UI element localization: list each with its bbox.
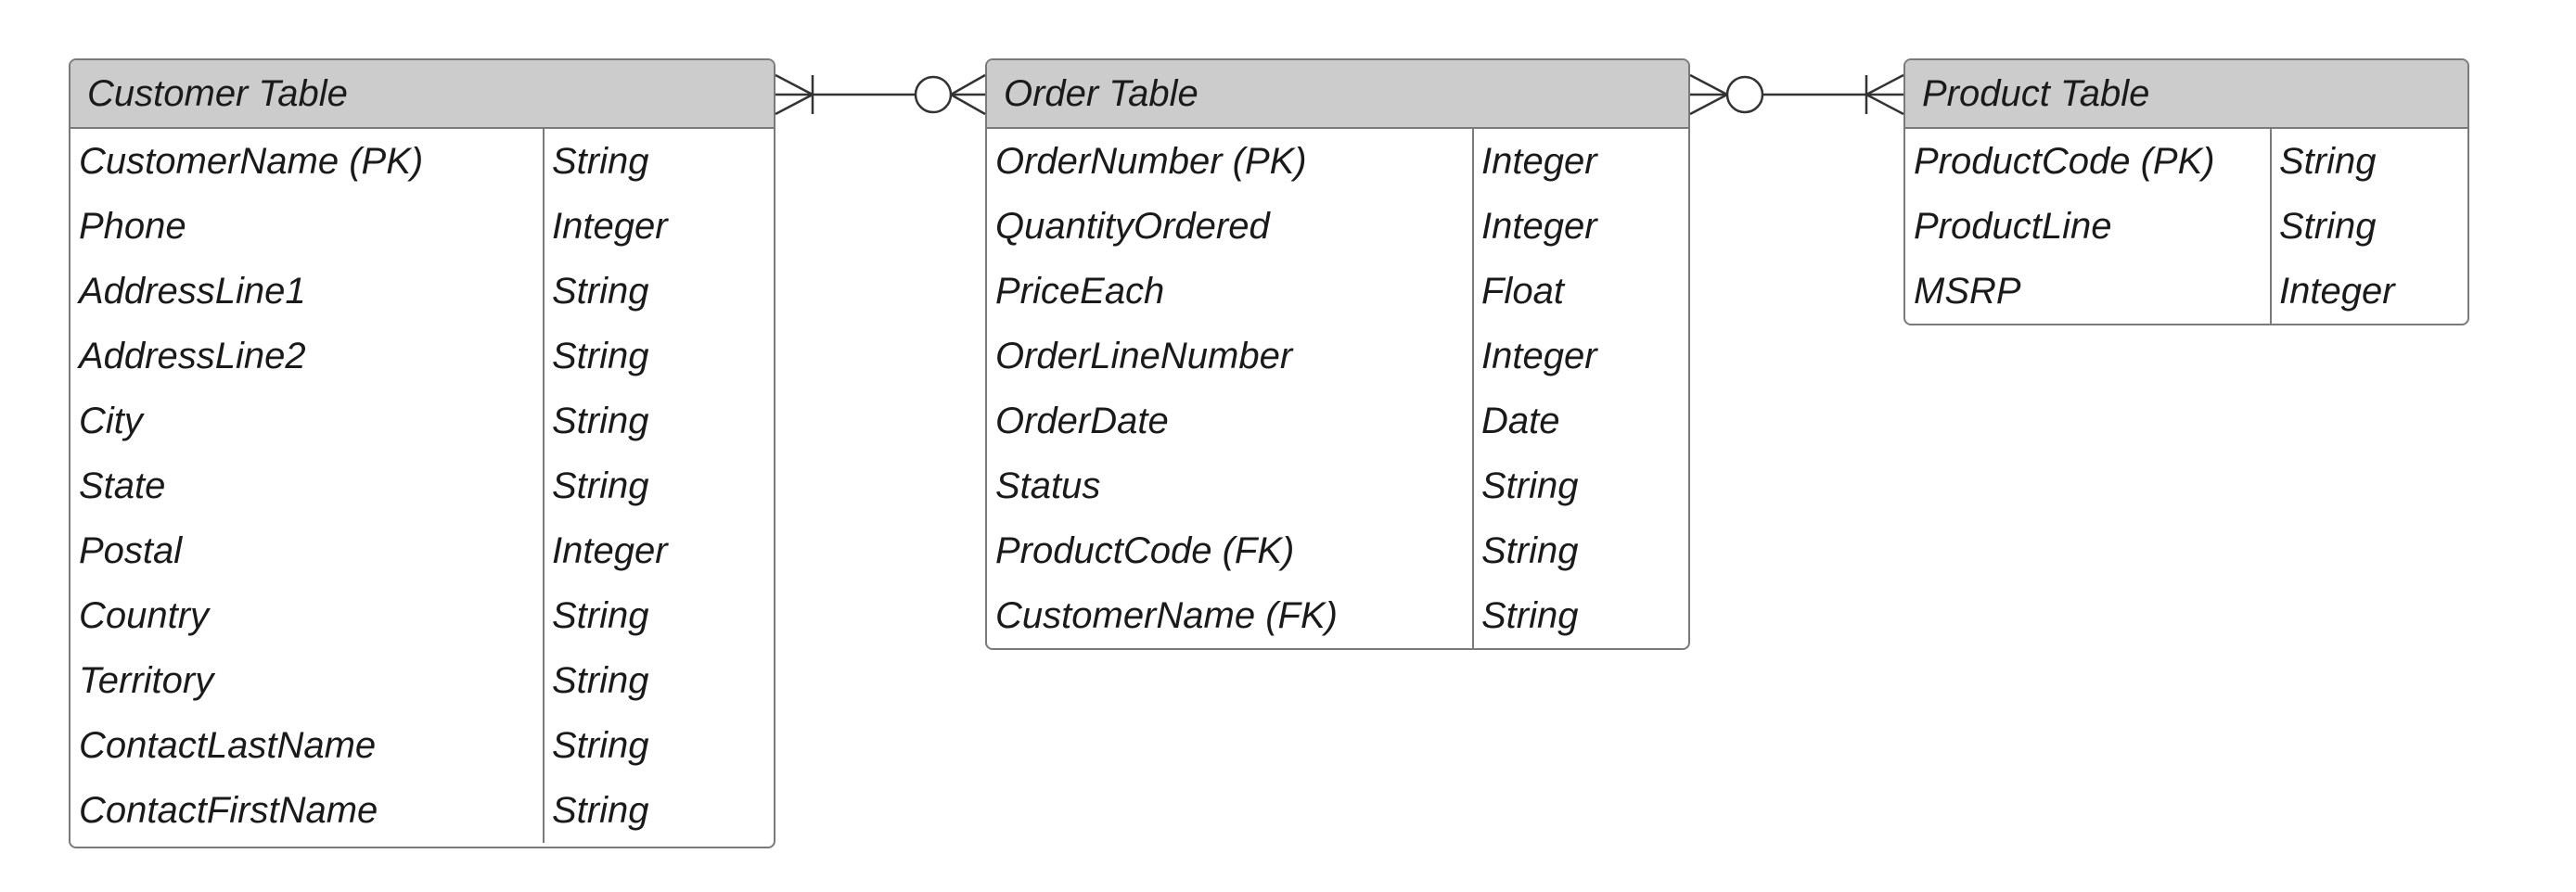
field-row: QuantityOrdered Integer bbox=[987, 194, 1688, 259]
field-name: Phone bbox=[79, 205, 186, 247]
field-row: ProductCode (FK) String bbox=[987, 518, 1688, 583]
field-row: OrderNumber (PK) Integer bbox=[987, 129, 1688, 194]
field-row: MSRP Integer bbox=[1905, 259, 2467, 324]
field-row: Postal Integer bbox=[70, 518, 774, 583]
field-name: OrderNumber (PK) bbox=[995, 140, 1307, 182]
field-name: OrderDate bbox=[995, 400, 1169, 441]
field-type: Integer bbox=[2279, 270, 2395, 312]
order-table: Order Table OrderNumber (PK) Integer Quan… bbox=[985, 58, 1690, 650]
field-type: String bbox=[1481, 594, 1579, 636]
field-type: Float bbox=[1481, 270, 1564, 312]
field-type: Integer bbox=[552, 529, 668, 571]
field-name: ContactFirstName bbox=[79, 789, 378, 831]
entity-title: Customer Table bbox=[70, 60, 774, 129]
field-name: MSRP bbox=[1914, 270, 2021, 312]
field-name: QuantityOrdered bbox=[995, 205, 1270, 247]
field-name: CustomerName (FK) bbox=[995, 594, 1338, 636]
crowfoot-zero-or-many-marker bbox=[1689, 73, 1764, 116]
field-row: ContactFirstName String bbox=[70, 778, 774, 843]
field-row: OrderLineNumber Integer bbox=[987, 324, 1688, 389]
field-name: Territory bbox=[79, 659, 214, 701]
field-type: String bbox=[552, 270, 649, 312]
field-name: Country bbox=[79, 594, 210, 636]
field-type: String bbox=[2279, 205, 2377, 247]
field-name: OrderLineNumber bbox=[995, 335, 1293, 376]
field-row: City String bbox=[70, 389, 774, 453]
field-name: City bbox=[79, 400, 143, 441]
field-type: String bbox=[552, 724, 649, 766]
crowfoot-zero-or-many-marker bbox=[914, 73, 986, 116]
crowfoot-one-or-many-marker bbox=[775, 73, 814, 116]
field-row: ContactLastName String bbox=[70, 713, 774, 778]
field-name: AddressLine2 bbox=[79, 335, 306, 376]
column-divider bbox=[2270, 129, 2272, 324]
field-type: String bbox=[2279, 140, 2377, 182]
column-divider bbox=[543, 129, 545, 843]
field-row: Territory String bbox=[70, 648, 774, 713]
field-type: Integer bbox=[1481, 335, 1597, 376]
entity-title: Order Table bbox=[987, 60, 1688, 129]
customer-table: Customer Table CustomerName (PK) String P… bbox=[69, 58, 775, 848]
relationship-order-product bbox=[1689, 73, 1904, 116]
relationship-customer-order bbox=[775, 73, 986, 116]
field-type: String bbox=[552, 400, 649, 441]
field-name: State bbox=[79, 465, 166, 506]
field-row: Phone Integer bbox=[70, 194, 774, 259]
field-name: Status bbox=[995, 465, 1101, 506]
field-row: PriceEach Float bbox=[987, 259, 1688, 324]
field-name: ProductCode (FK) bbox=[995, 529, 1295, 571]
field-name: Postal bbox=[79, 529, 183, 571]
field-type: Integer bbox=[552, 205, 668, 247]
entity-title: Product Table bbox=[1905, 60, 2467, 129]
field-row: ProductLine String bbox=[1905, 194, 2467, 259]
column-divider bbox=[1472, 129, 1474, 648]
field-type: String bbox=[552, 659, 649, 701]
field-type: String bbox=[552, 140, 649, 182]
field-name: ProductLine bbox=[1914, 205, 2112, 247]
field-row: AddressLine2 String bbox=[70, 324, 774, 389]
field-type: Integer bbox=[1481, 205, 1597, 247]
field-type: Integer bbox=[1481, 140, 1597, 182]
field-type: String bbox=[1481, 465, 1579, 506]
field-row: CustomerName (PK) String bbox=[70, 129, 774, 194]
field-row: CustomerName (FK) String bbox=[987, 583, 1688, 648]
field-row: Country String bbox=[70, 583, 774, 648]
field-type: String bbox=[552, 335, 649, 376]
product-table: Product Table ProductCode (PK) String Pro… bbox=[1903, 58, 2469, 325]
field-type: String bbox=[552, 465, 649, 506]
field-name: CustomerName (PK) bbox=[79, 140, 424, 182]
field-name: AddressLine1 bbox=[79, 270, 306, 312]
field-name: ContactLastName bbox=[79, 724, 377, 766]
field-type: String bbox=[1481, 529, 1579, 571]
crowfoot-one-or-many-marker bbox=[1865, 73, 1904, 116]
field-row: AddressLine1 String bbox=[70, 259, 774, 324]
field-row: State String bbox=[70, 453, 774, 518]
field-type: Date bbox=[1481, 400, 1560, 441]
field-type: String bbox=[552, 594, 649, 636]
field-name: PriceEach bbox=[995, 270, 1165, 312]
field-row: Status String bbox=[987, 453, 1688, 518]
field-name: ProductCode (PK) bbox=[1914, 140, 2215, 182]
field-row: OrderDate Date bbox=[987, 389, 1688, 453]
field-type: String bbox=[552, 789, 649, 831]
field-row: ProductCode (PK) String bbox=[1905, 129, 2467, 194]
